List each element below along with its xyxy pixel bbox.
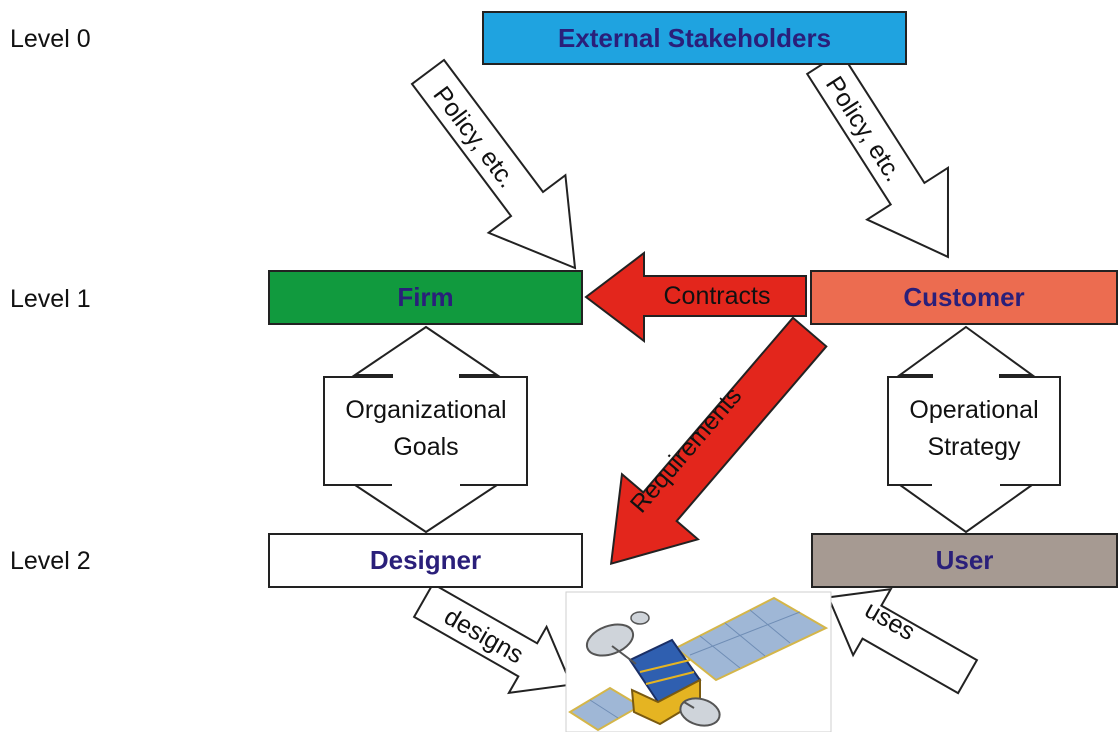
contracts-label: Contracts	[664, 282, 771, 310]
designer-label: Designer	[369, 545, 482, 575]
policy-left-arrow: Policy, etc.	[410, 58, 577, 270]
level-0-label: Level 0	[10, 25, 91, 53]
firm-node: Firm	[268, 270, 583, 325]
operational-strategy-arrow: Operational Strategy	[887, 325, 1061, 534]
op-strategy-line2: Strategy	[927, 433, 1021, 461]
requirements-arrow: Requirements	[609, 316, 828, 566]
customer-label: Customer	[903, 282, 1025, 312]
op-strategy-line1: Operational	[909, 396, 1038, 424]
organizational-goals-arrow: Organizational Goals	[323, 325, 528, 534]
policy-right-arrow: Policy, etc.	[805, 50, 949, 259]
level-1-label: Level 1	[10, 285, 91, 313]
policy-left-label: Policy, etc.	[427, 81, 521, 193]
external-stakeholders-node: External Stakeholders	[482, 11, 907, 65]
org-goals-line2: Goals	[393, 433, 458, 461]
level-2-label: Level 2	[10, 547, 91, 575]
designs-arrow: designs	[412, 582, 573, 695]
external-stakeholders-label: External Stakeholders	[557, 22, 832, 53]
firm-label: Firm	[397, 282, 454, 312]
designer-node: Designer	[268, 533, 583, 588]
org-goals-line1: Organizational	[345, 396, 506, 424]
customer-node: Customer	[810, 270, 1118, 325]
contracts-arrow: Contracts	[584, 250, 807, 344]
user-label: User	[935, 545, 994, 575]
satellite-icon	[565, 591, 832, 732]
user-node: User	[811, 533, 1118, 588]
